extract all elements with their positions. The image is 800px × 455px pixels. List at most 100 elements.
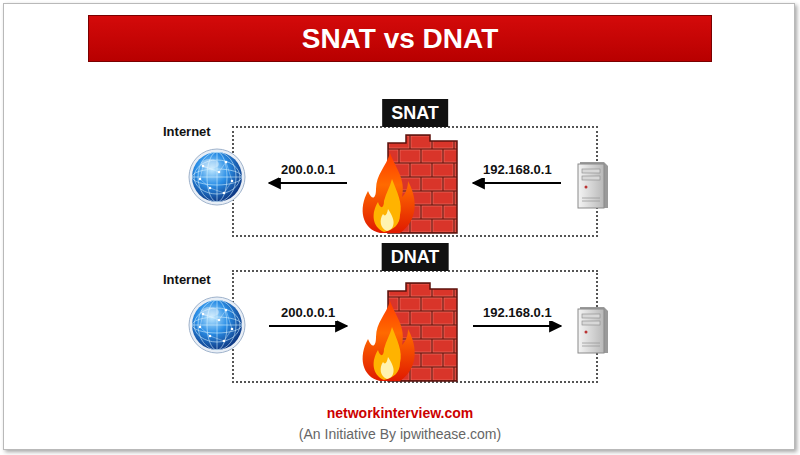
brick [422, 326, 442, 338]
title-band: SNAT vs DNAT [88, 15, 712, 62]
brick [422, 150, 442, 162]
brick [433, 136, 453, 148]
server-front [578, 164, 604, 208]
brick [455, 312, 475, 324]
brick [411, 164, 431, 176]
brick [400, 298, 420, 310]
globe-icon [188, 296, 246, 354]
drive-bay [582, 314, 600, 318]
brick [433, 312, 453, 324]
brick [444, 298, 464, 310]
globe-rim [189, 297, 245, 353]
server-icon [574, 305, 610, 355]
arrow-connector [473, 182, 561, 184]
arrow-connector [269, 325, 347, 327]
brick [422, 178, 442, 190]
globe-rim [189, 149, 245, 205]
drive-bay [582, 321, 600, 325]
brick [455, 340, 475, 352]
brick [444, 150, 464, 162]
caption-line: networkinterview.com [0, 404, 800, 422]
server-front [578, 309, 604, 353]
ip-address-label: 192.168.0.1 [481, 162, 554, 178]
brick [433, 340, 453, 352]
brick [455, 164, 475, 176]
flame-middle [374, 179, 401, 232]
brick [422, 354, 442, 366]
drive-bay [582, 176, 600, 180]
vent-line [582, 346, 600, 347]
brick [455, 284, 475, 296]
brick [411, 136, 431, 148]
flame-outer [363, 153, 415, 233]
brick [411, 368, 431, 380]
brick [433, 368, 453, 380]
brick [455, 192, 475, 204]
firewall-node [360, 277, 460, 383]
vent-line [582, 201, 600, 202]
caption: networkinterview.com [327, 404, 474, 422]
vent-line [582, 198, 600, 199]
globe-shine [201, 307, 219, 317]
internet-globe: Internet [160, 122, 256, 210]
ip-address-label: 200.0.0.1 [279, 162, 337, 178]
globe-ball [192, 300, 242, 350]
nat-panel: DNAT [232, 270, 598, 383]
brick [400, 150, 420, 162]
brick [444, 206, 464, 218]
brick [433, 192, 453, 204]
nat-panel: SNAT [232, 126, 598, 237]
power-led [585, 331, 588, 334]
parallel [192, 325, 242, 326]
brick [433, 284, 453, 296]
nat-type-label: DNAT [382, 243, 449, 271]
globe-grid [192, 300, 242, 350]
server-node [574, 160, 610, 210]
brick [411, 312, 431, 324]
firewall-icon [360, 277, 460, 383]
flame-core [381, 357, 394, 379]
parallel [194, 160, 240, 194]
flame-middle [374, 327, 401, 380]
globe-ball [192, 152, 242, 202]
arrow-connector [269, 182, 347, 184]
internet-globe: Internet [160, 270, 256, 358]
parallel [192, 177, 242, 178]
brick [455, 220, 475, 232]
power-led [585, 186, 588, 189]
flame-outer [363, 301, 415, 381]
brick [455, 136, 475, 148]
flame-core [381, 209, 394, 231]
globe-shine [201, 159, 219, 169]
brick [422, 206, 442, 218]
title: SNAT vs DNAT [302, 23, 499, 55]
note-label: (An Initiative By ipwithease.com) [299, 425, 501, 443]
nat-type-label: SNAT [382, 99, 448, 127]
vent-line [582, 343, 600, 344]
arrow-connector [473, 325, 561, 327]
node-label: Internet [163, 124, 211, 140]
globe-grid [192, 152, 242, 202]
brick [433, 220, 453, 232]
ip-address-label: 200.0.0.1 [279, 305, 337, 321]
brick [422, 298, 442, 310]
brick [411, 220, 431, 232]
brick [455, 368, 475, 380]
firewall-icon [360, 129, 460, 235]
brick [411, 284, 431, 296]
node-label: Internet [163, 272, 211, 288]
firewall-node [360, 129, 460, 235]
ip-address-label: 192.168.0.1 [481, 305, 554, 321]
note-line: (An Initiative By ipwithease.com) [0, 425, 800, 443]
parallel [194, 308, 240, 342]
drive-bay [582, 169, 600, 173]
server-node [574, 305, 610, 355]
brick [444, 354, 464, 366]
brick [433, 164, 453, 176]
brick [444, 178, 464, 190]
brick [444, 326, 464, 338]
server-icon [574, 160, 610, 210]
globe-icon [188, 148, 246, 206]
